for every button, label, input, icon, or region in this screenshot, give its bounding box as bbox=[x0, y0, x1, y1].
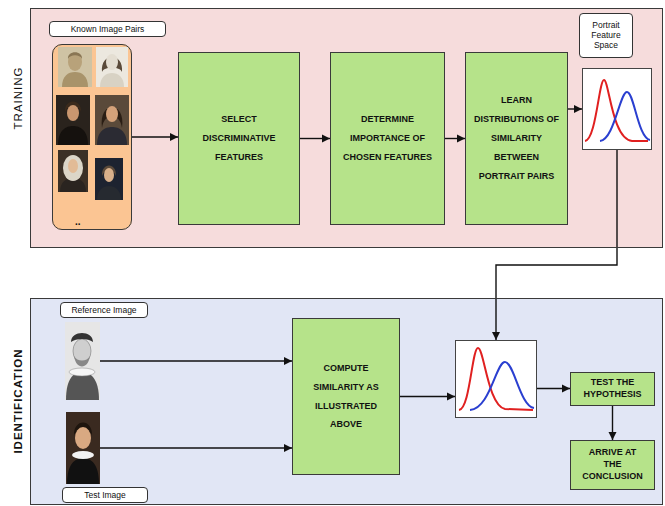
portrait-image: Reference Image bbox=[65, 322, 100, 400]
flow-arrow bbox=[568, 108, 582, 109]
flow-arrow bbox=[537, 388, 570, 389]
flow-arrow bbox=[612, 406, 613, 441]
distribution-curve bbox=[600, 92, 650, 141]
portrait-face bbox=[106, 106, 118, 122]
flow-arrow bbox=[300, 138, 330, 139]
group-fill bbox=[52, 44, 132, 230]
distribution-plot: Portrait Feature Space bbox=[582, 68, 652, 150]
portrait-body bbox=[62, 72, 88, 87]
portrait-collar bbox=[72, 451, 94, 459]
phase-label: IDENTIFICATION bbox=[12, 348, 24, 453]
portrait-ground bbox=[65, 322, 100, 400]
portrait-hat bbox=[71, 333, 93, 342]
image-label: Reference Image bbox=[60, 302, 148, 318]
portrait-body bbox=[97, 186, 121, 200]
portrait-face bbox=[67, 105, 79, 121]
distribution-curve bbox=[470, 362, 534, 410]
band-fill bbox=[30, 298, 663, 505]
process-box: ARRIVE AT THE CONCLUSION bbox=[570, 440, 655, 490]
box-label: TEST THE HYPOTHESIS bbox=[579, 377, 646, 400]
portrait-body bbox=[67, 458, 99, 484]
portrait-face bbox=[75, 427, 91, 449]
portrait-face bbox=[68, 53, 82, 71]
portrait-ground bbox=[66, 412, 100, 484]
process-box: COMPUTE SIMILARITY AS ILLUSTRATED ABOVE bbox=[292, 318, 400, 475]
portrait-face bbox=[104, 168, 114, 182]
box-label: SELECT DISCRIMINATIVE FEATURES bbox=[187, 110, 291, 167]
portrait-ground bbox=[96, 47, 128, 87]
process-box: DETERMINE IMPORTANCE OF CHOSEN FEATURES bbox=[330, 52, 445, 225]
process-box: TEST THE HYPOTHESIS bbox=[570, 372, 655, 406]
phase-band: TRAININGKnown Image Pairs..SELECT DISCRI… bbox=[30, 8, 663, 248]
plot-label: Portrait Feature Space bbox=[579, 13, 633, 58]
flow-arrow bbox=[400, 396, 455, 397]
box-label: LEARN DISTRIBUTIONS OF SIMILARITY BETWEE… bbox=[474, 91, 559, 185]
process-box: LEARN DISTRIBUTIONS OF SIMILARITY BETWEE… bbox=[465, 52, 568, 225]
box-label: DETERMINE IMPORTANCE OF CHOSEN FEATURES bbox=[339, 110, 436, 167]
portrait-ground bbox=[58, 47, 92, 87]
plot-fill bbox=[582, 68, 652, 150]
portrait-face bbox=[68, 159, 78, 173]
portrait-ground bbox=[95, 158, 123, 200]
portrait-hair bbox=[102, 107, 123, 128]
flow-arrow bbox=[100, 360, 292, 361]
portrait-ground bbox=[58, 150, 88, 192]
ellipsis-mark: .. bbox=[75, 216, 81, 227]
image-group: Known Image Pairs.. bbox=[52, 44, 132, 230]
process-box: SELECT DISCRIMINATIVE FEATURES bbox=[178, 52, 300, 225]
distribution-plot bbox=[455, 340, 537, 418]
phase-label: TRAINING bbox=[12, 67, 24, 130]
portrait-body bbox=[100, 73, 124, 87]
portrait-image: Test Image bbox=[66, 412, 100, 484]
portrait-beard bbox=[74, 356, 90, 367]
band-fill bbox=[30, 8, 663, 248]
portrait-face bbox=[106, 54, 118, 70]
flow-arrow bbox=[132, 136, 178, 137]
plot-fill bbox=[455, 340, 537, 418]
portrait-hair bbox=[63, 155, 83, 181]
box-label: ARRIVE AT THE CONCLUSION bbox=[579, 447, 646, 482]
portrait-hair bbox=[68, 52, 82, 59]
phase-band: IDENTIFICATIONReference ImageTest ImageC… bbox=[30, 298, 663, 505]
portrait-body bbox=[58, 126, 88, 145]
distribution-curve bbox=[585, 80, 648, 141]
distribution-curve bbox=[459, 348, 533, 410]
portrait-body bbox=[97, 127, 127, 145]
group-label: Known Image Pairs bbox=[49, 21, 166, 37]
image-label: Test Image bbox=[62, 487, 148, 503]
flow-arrow bbox=[100, 447, 292, 448]
box-label: COMPUTE SIMILARITY AS ILLUSTRATED ABOVE bbox=[301, 359, 391, 435]
portrait-ground bbox=[56, 95, 90, 145]
portrait-ground bbox=[95, 95, 129, 145]
portrait-collar bbox=[69, 368, 95, 376]
flow-arrow bbox=[445, 138, 465, 139]
